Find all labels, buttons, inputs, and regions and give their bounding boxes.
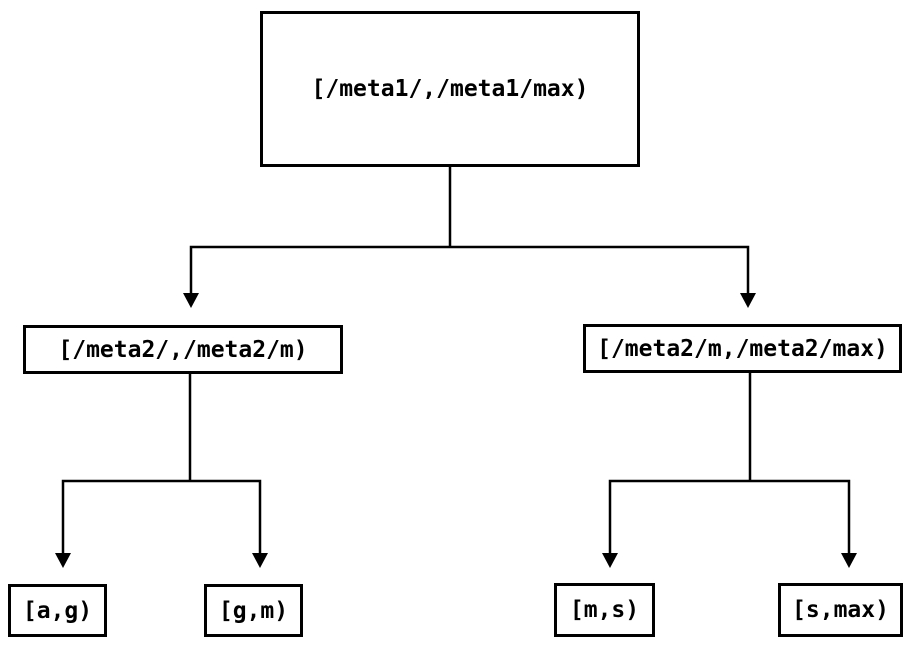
tree-node-meta2-right: [/meta2/m,/meta2/max) — [583, 324, 902, 373]
tree-node-leaf-gm: [g,m) — [204, 584, 303, 637]
tree-node-leaf-smax: [s,max) — [778, 583, 903, 637]
tree-node-leaf-ms: [m,s) — [554, 583, 655, 637]
arrowhead-root-left — [183, 293, 199, 308]
edge-right-children — [608, 371, 851, 556]
tree-node-meta2-left: [/meta2/,/meta2/m) — [23, 325, 343, 374]
edge-left-children — [61, 372, 262, 556]
arrowhead-right-leaf1 — [602, 553, 618, 568]
arrowhead-left-leaf1 — [55, 553, 71, 568]
tree-node-root: [/meta1/,/meta1/max) — [260, 11, 640, 167]
arrowhead-root-right — [740, 293, 756, 308]
edge-root-children — [189, 165, 750, 296]
tree-node-leaf-ag: [a,g) — [8, 584, 107, 637]
arrowhead-left-leaf2 — [252, 553, 268, 568]
arrowhead-right-leaf2 — [841, 553, 857, 568]
